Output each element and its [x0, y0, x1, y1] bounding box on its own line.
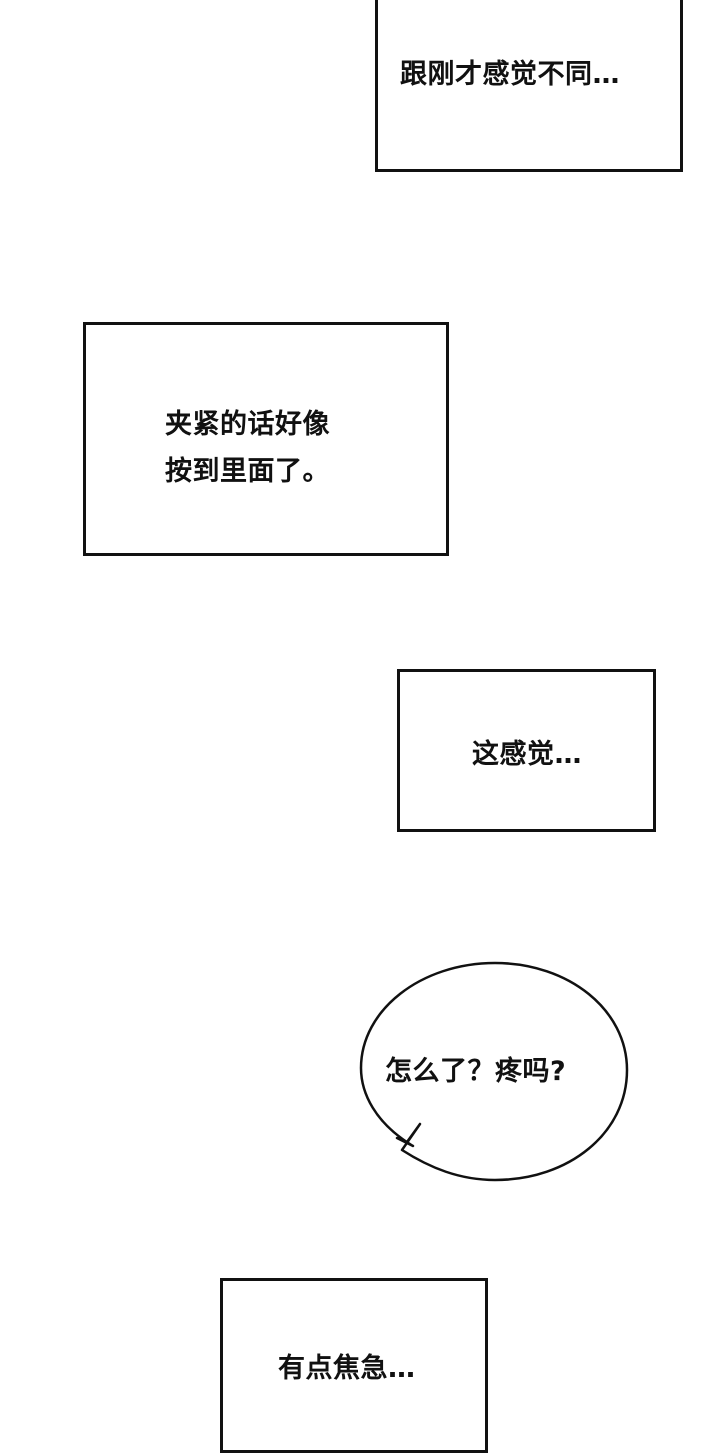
narration-text-4: 有点焦急…	[278, 1353, 416, 1384]
narration-box-2: 夹紧的话好像 按到里面了。	[83, 322, 449, 556]
narration-text-3: 这感觉…	[472, 739, 582, 770]
speech-bubble-text: 怎么了？疼吗?	[385, 1056, 567, 1087]
speech-bubble-outline	[359, 961, 629, 1182]
narration-box-4: 有点焦急…	[220, 1278, 488, 1453]
narration-text-1: 跟刚才感觉不同…	[400, 59, 620, 90]
narration-text-2: 夹紧的话好像 按到里面了。	[165, 409, 330, 487]
narration-box-1: 跟刚才感觉不同…	[375, 0, 683, 172]
speech-bubble: 怎么了？疼吗?	[355, 958, 635, 1188]
narration-box-3: 这感觉…	[397, 669, 656, 832]
